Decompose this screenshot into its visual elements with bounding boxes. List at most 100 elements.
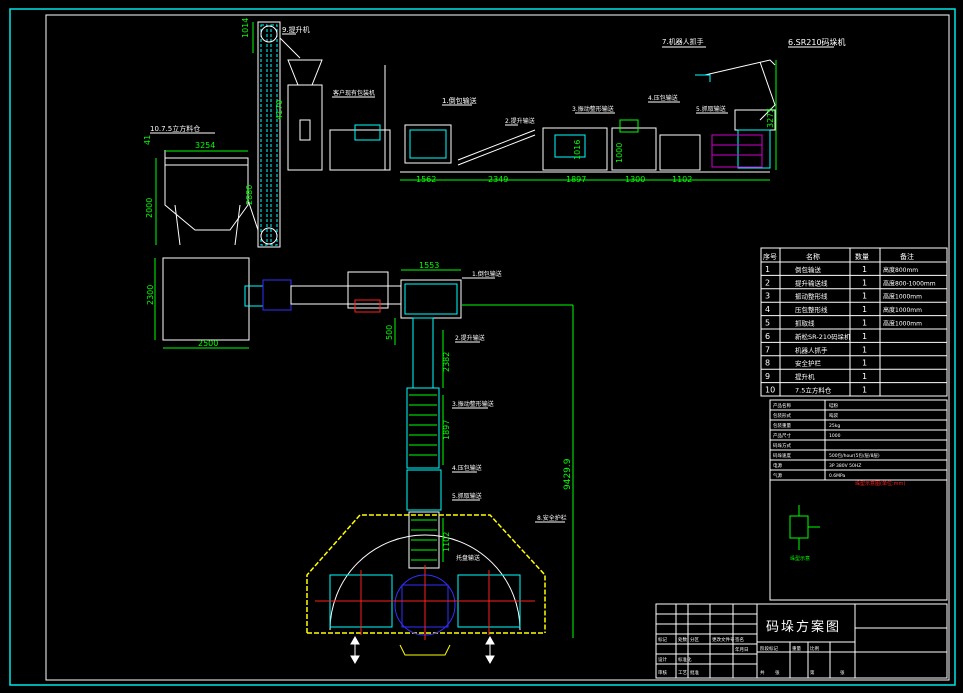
label-plan-item1: 1.倒包输送 xyxy=(472,270,502,278)
parts-row-no: 10 xyxy=(765,386,775,395)
title-block-cell: 设计 xyxy=(658,656,667,663)
parts-header-name: 名称 xyxy=(806,252,820,261)
parts-row-no: 1 xyxy=(765,265,770,274)
parts-header-no: 序号 xyxy=(763,252,777,261)
dim-1014: 1014 xyxy=(241,18,250,38)
label-plan-item5: 5.抓取输送 xyxy=(452,492,482,500)
title-block-cell: 共 xyxy=(760,669,765,676)
parts-row-note: 高度1000mm xyxy=(883,293,922,301)
label-packer: 客户现有包装机 xyxy=(333,89,375,97)
conveyor-line-side xyxy=(404,119,701,171)
parts-row-no: 8 xyxy=(765,359,770,368)
parts-row-qty: 1 xyxy=(862,359,867,368)
pallet-arrows xyxy=(350,635,495,665)
label-side-item5: 5.抓取输送 xyxy=(696,105,726,113)
parts-row-note: 高度1000mm xyxy=(883,320,922,328)
label-side-item2: 2.提升输送 xyxy=(505,117,535,125)
side-view: 1014 41 3254 2000 2880 4170 1562 2349 18… xyxy=(143,18,846,248)
title-block-cell: 标记 xyxy=(658,636,667,643)
drawing-title: 码垛方案图 xyxy=(766,619,841,635)
parts-row-name: 安全护栏 xyxy=(795,359,822,368)
parts-row-name: 7.5立方料仓 xyxy=(795,386,832,395)
title-block-cell: 张 xyxy=(775,669,780,676)
parts-row-name: 提升输送线 xyxy=(795,278,828,287)
parts-row-name: 抓取线 xyxy=(795,319,815,328)
bucket-elevator xyxy=(257,21,301,248)
plan-view: 2300 2500 xyxy=(146,257,574,665)
dim-2300: 2300 xyxy=(146,285,155,305)
spec-row-key: 产品名称 xyxy=(773,402,791,409)
dim-3254: 3254 xyxy=(195,141,215,150)
title-block-cell: 工艺 xyxy=(678,670,687,676)
parts-row-note: 高度1000mm xyxy=(883,306,922,314)
title-block-cell: 重量 xyxy=(792,645,801,652)
parts-row-no: 7 xyxy=(765,345,770,354)
parts-row-qty: 1 xyxy=(862,305,867,314)
title-block-cell: 处数 xyxy=(678,636,687,643)
label-robot: 6.SR210码垛机 xyxy=(788,37,846,47)
safety-guard xyxy=(306,514,546,633)
title-block-cell: 比例 xyxy=(810,645,819,652)
dim-1300: 1300 xyxy=(625,175,645,184)
title-block-cell: 审核 xyxy=(658,669,667,676)
spec-row-value: 3P 380V 50HZ xyxy=(829,463,861,469)
title-block-cell: 更改文件号 xyxy=(712,636,735,643)
dim-1102: 1102 xyxy=(672,175,692,184)
spec-row-key: 码垛方式 xyxy=(773,442,791,449)
parts-row-qty: 1 xyxy=(862,372,867,381)
parts-row-no: 2 xyxy=(765,278,770,287)
dim-2000: 2000 xyxy=(145,198,154,218)
label-plan-item8: 8.安全护栏 xyxy=(537,514,567,522)
dim-2880: 2880 xyxy=(245,185,254,205)
parts-row-name: 机器人抓手 xyxy=(795,345,828,354)
spec-row-value: 500包/hour(5包/层/8层) xyxy=(829,452,880,459)
silo-plan xyxy=(162,257,250,341)
parts-row-no: 5 xyxy=(765,319,770,328)
label-side-item3: 3.振动整形输送 xyxy=(572,105,614,113)
label-gripper: 7.机器人抓手 xyxy=(662,37,704,46)
label-plan-item3: 3.振动整形输送 xyxy=(452,400,494,408)
dim-9429: 9429.9 xyxy=(563,458,573,490)
spec-row-key: 包装形式 xyxy=(773,412,791,419)
dim-41: 41 xyxy=(143,135,152,145)
dim-3275: 3275 xyxy=(766,108,775,128)
title-block-cell: 批准 xyxy=(690,669,699,676)
parts-row-name: 压包整形线 xyxy=(795,305,828,314)
label-elevator: 9.提升机 xyxy=(282,25,310,34)
dim-2382: 2382 xyxy=(442,352,451,372)
parts-row-name: 倒包输送 xyxy=(795,265,822,274)
silo xyxy=(164,150,259,246)
label-side-item1: 1.倒包输送 xyxy=(442,96,477,105)
parts-row-note: 高度800-1000mm xyxy=(883,279,936,287)
label-plan-item2: 2.提升输送 xyxy=(455,334,485,342)
packing-machine xyxy=(287,59,391,171)
title-block-cell: 分区 xyxy=(690,636,699,643)
title-block-cell: 年月日 xyxy=(735,646,749,653)
parts-row-qty: 1 xyxy=(862,386,867,395)
spec-row-key: 码垛速度 xyxy=(773,452,791,459)
dim-plan-1897: 1897 xyxy=(442,420,451,440)
plan-leaders xyxy=(452,277,565,523)
spec-row-value: 1000 xyxy=(829,433,841,439)
parts-row-qty: 1 xyxy=(862,319,867,328)
title-block-cell: 张 xyxy=(840,669,845,676)
dim-plan-1102: 1102 xyxy=(442,532,451,552)
parts-row-name: 新松SR-210码垛机 xyxy=(795,332,851,341)
parts-row-no: 3 xyxy=(765,292,770,301)
dim-4170: 4170 xyxy=(275,100,284,120)
palletizing-robot-side xyxy=(400,59,776,173)
parts-row-qty: 1 xyxy=(862,345,867,354)
parts-header-note: 备注 xyxy=(900,252,914,261)
spec-row-key: 气源 xyxy=(773,472,782,479)
label-side-item4: 4.压包输送 xyxy=(648,94,678,102)
label-plan-item4: 4.压包输送 xyxy=(452,464,482,472)
side-leaders xyxy=(150,33,834,134)
spec-row-value: 25kg xyxy=(829,423,840,429)
parts-row-note: 高度800mm xyxy=(883,266,918,274)
drawing-border xyxy=(45,14,950,681)
pallet-pattern-caption: 垛型示意 xyxy=(790,555,810,562)
title-block: 标记处数分区更改文件号签名年月日设计标准化阶段标记重量比例审核工艺批准共张第张 … xyxy=(655,603,948,679)
